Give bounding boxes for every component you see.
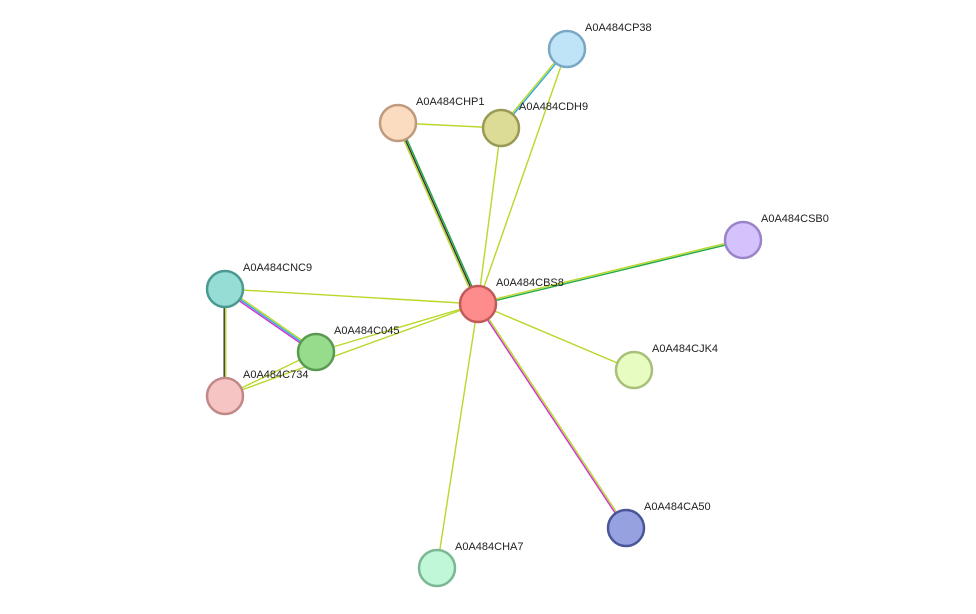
node-circle[interactable] — [723, 220, 763, 260]
node-circle[interactable] — [205, 376, 245, 416]
edge-cbs8-cp38[interactable] — [477, 48, 568, 305]
edge-line — [436, 303, 479, 569]
edge-cbs8-cnc9[interactable] — [224, 288, 479, 305]
node-circle[interactable] — [205, 269, 245, 309]
edge-cbs8-c734[interactable] — [224, 303, 479, 397]
node-label: A0A484CNC9 — [243, 262, 312, 274]
node-cnc9[interactable]: A0A484CNC9 — [205, 262, 312, 309]
edge-cbs8-c045[interactable] — [315, 303, 479, 353]
edge-cbs8-csb0[interactable] — [477, 238, 744, 306]
node-label: A0A484C734 — [243, 369, 308, 381]
edge-cbs8-cha7[interactable] — [436, 303, 479, 569]
node-cbs8[interactable]: A0A484CBS8 — [458, 277, 564, 324]
node-cdh9[interactable]: A0A484CDH9 — [481, 101, 588, 148]
node-circle[interactable] — [614, 350, 654, 390]
node-label: A0A484C045 — [334, 325, 399, 337]
node-circle[interactable] — [458, 284, 498, 324]
node-label: A0A484CDH9 — [519, 101, 588, 113]
edge-line — [224, 288, 479, 305]
edge-line — [398, 122, 481, 304]
node-chp1[interactable]: A0A484CHP1 — [378, 96, 485, 143]
node-cha7[interactable]: A0A484CHA7 — [417, 541, 524, 588]
edge-line — [315, 303, 479, 353]
edge-cbs8-chp1[interactable] — [395, 122, 481, 305]
node-circle[interactable] — [296, 332, 336, 372]
node-cjk4[interactable]: A0A484CJK4 — [614, 343, 718, 390]
edge-line — [476, 304, 626, 529]
node-label: A0A484CSB0 — [761, 213, 829, 225]
node-csb0[interactable]: A0A484CSB0 — [723, 213, 829, 260]
node-label: A0A484CJK4 — [652, 343, 718, 355]
node-c734[interactable]: A0A484C734 — [205, 369, 308, 416]
node-circle[interactable] — [481, 108, 521, 148]
node-label: A0A484CP38 — [585, 22, 652, 34]
node-label: A0A484CBS8 — [496, 277, 564, 289]
edge-line — [477, 48, 568, 305]
edge-cbs8-cdh9[interactable] — [477, 127, 502, 305]
edge-line — [478, 240, 744, 306]
edge-cbs8-cjk4[interactable] — [477, 303, 635, 371]
node-circle[interactable] — [547, 29, 587, 69]
edge-line — [477, 238, 743, 304]
edge-line — [224, 303, 479, 397]
edge-line — [477, 303, 635, 371]
node-circle[interactable] — [378, 103, 418, 143]
node-label: A0A484CHA7 — [455, 541, 524, 553]
node-cp38[interactable]: A0A484CP38 — [547, 22, 652, 69]
node-circle[interactable] — [606, 508, 646, 548]
edge-cbs8-ca50[interactable] — [476, 303, 628, 529]
node-circle[interactable] — [417, 548, 457, 588]
node-c045[interactable]: A0A484C045 — [296, 325, 399, 372]
node-ca50[interactable]: A0A484CA50 — [606, 501, 711, 548]
node-label: A0A484CHP1 — [416, 96, 485, 108]
edge-line — [478, 303, 628, 528]
node-label: A0A484CA50 — [644, 501, 711, 513]
edge-line — [397, 122, 479, 305]
edge-line — [477, 127, 502, 305]
edge-line — [395, 123, 478, 305]
